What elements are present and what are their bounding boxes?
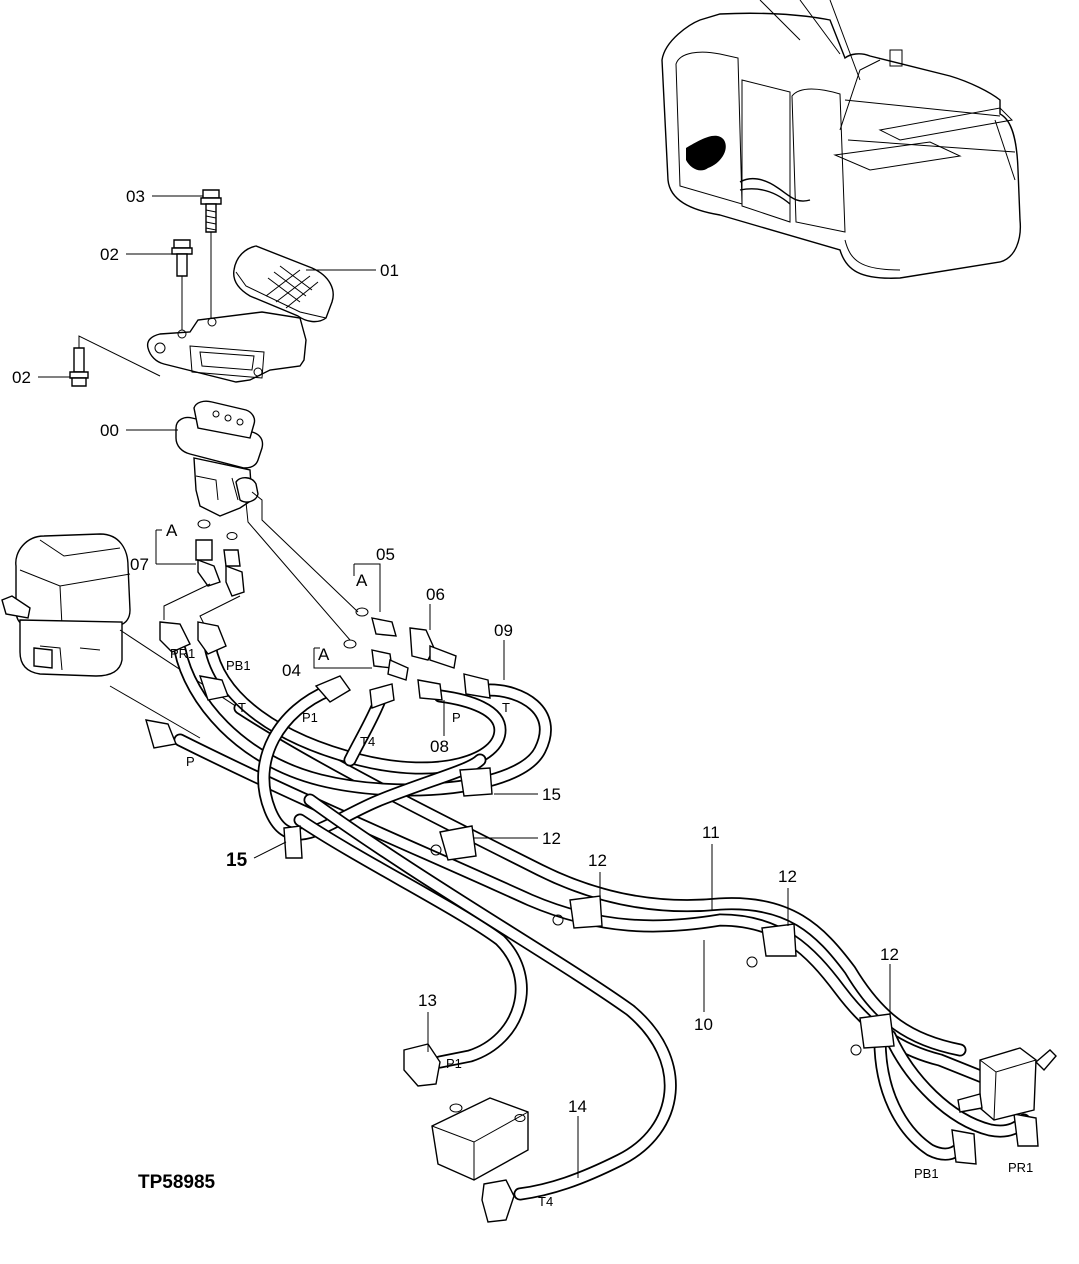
port-label-p: P: [452, 710, 461, 725]
callout-10: 10: [694, 1015, 713, 1034]
callout-labels: 03 02 01 02 00 07 05 06 09 04 08 15 12 1…: [12, 187, 899, 1116]
callout-03: 03: [126, 187, 145, 206]
callout-12: 12: [588, 851, 607, 870]
detail-mark-a: A: [356, 571, 368, 590]
valve-block-bottom: [431, 1097, 529, 1181]
callout-08: 08: [430, 737, 449, 756]
pedal-part: [146, 245, 334, 383]
fittings-07: [163, 519, 245, 625]
callout-12: 12: [542, 829, 561, 848]
port-label-p1: P1: [302, 710, 318, 725]
port-label-p: P: [186, 754, 195, 769]
callout-01: 01: [380, 261, 399, 280]
port-label-p1: P1: [446, 1056, 462, 1071]
callout-15: 15: [542, 785, 561, 804]
port-label-t: T: [238, 700, 246, 715]
port-labels: PR1 PB1 T P1 T4 P T P P1 T4 PB1 PR1: [170, 646, 1033, 1209]
callout-05: 05: [376, 545, 395, 564]
detail-marks: A A A: [166, 521, 368, 664]
leader-lines: [38, 195, 891, 1178]
callout-13: 13: [418, 991, 437, 1010]
callout-07: 07: [130, 555, 149, 574]
port-label-t4: T4: [360, 734, 375, 749]
callout-04: 04: [282, 661, 301, 680]
control-valve-left: [1, 533, 261, 739]
bolt-02-upper: [171, 239, 193, 330]
callout-02: 02: [100, 245, 119, 264]
port-label-pb1: PB1: [226, 658, 251, 673]
port-label-pb1: PB1: [914, 1166, 939, 1181]
callout-09: 09: [494, 621, 513, 640]
pilot-valve-part: [175, 400, 359, 641]
bolt-03: [200, 189, 222, 318]
callout-06: 06: [426, 585, 445, 604]
port-label-t4: T4: [538, 1194, 553, 1209]
drawing-id: TP58985: [138, 1172, 216, 1193]
detail-mark-a: A: [318, 645, 330, 664]
callout-02: 02: [12, 368, 31, 387]
bolt-02-lower: [69, 335, 161, 387]
callout-00: 00: [100, 421, 119, 440]
callout-11: 11: [702, 823, 720, 842]
port-label-t: T: [502, 700, 510, 715]
detail-mark-a: A: [166, 521, 178, 540]
callout-12: 12: [880, 945, 899, 964]
valve-block-right: [957, 1047, 1057, 1121]
callout-15-bold: 15: [226, 850, 248, 871]
callout-12: 12: [778, 867, 797, 886]
port-label-pr1: PR1: [170, 646, 195, 661]
fittings-04-05-06: [343, 607, 457, 681]
hose-assembly: [145, 621, 1039, 1223]
port-label-pr1: PR1: [1008, 1160, 1033, 1175]
callout-14: 14: [568, 1097, 587, 1116]
machine-overview-inset: [661, 0, 1022, 279]
